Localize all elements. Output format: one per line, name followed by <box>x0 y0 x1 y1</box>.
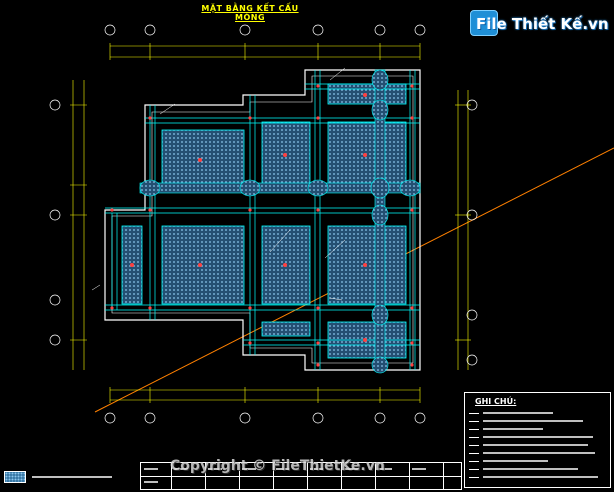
column-markers <box>110 84 414 367</box>
pile-schedule-table <box>140 462 462 490</box>
foundation-beams <box>105 70 420 370</box>
notes-list <box>469 409 606 481</box>
copyright-watermark: Copyright © FileThietKe.vn <box>170 458 385 474</box>
notes-line <box>469 433 606 441</box>
table-row <box>141 476 461 489</box>
notes-line <box>469 441 606 449</box>
notes-title: GHI CHÚ: <box>475 397 517 406</box>
notes-line <box>469 465 606 473</box>
notes-box: GHI CHÚ: <box>464 392 611 488</box>
notes-line <box>469 449 606 457</box>
logo-text: File Thiết Kế.vn <box>476 15 609 33</box>
dimension-lines <box>70 43 471 403</box>
foundation-pads <box>121 83 407 359</box>
notes-line <box>469 457 606 465</box>
table-row <box>141 463 461 477</box>
file-thiet-ke-logo-icon: File Thiết Kế.vn <box>470 10 609 40</box>
notes-line <box>469 425 606 433</box>
notes-line <box>469 417 606 425</box>
leader-tags <box>91 67 346 301</box>
notes-line <box>469 473 606 481</box>
hatch-legend <box>4 470 134 484</box>
legend-text-line <box>32 476 112 478</box>
logo-badge <box>470 10 498 36</box>
strip-footings <box>139 69 421 374</box>
hatch-swatch-icon <box>4 471 26 483</box>
notes-line <box>469 409 606 417</box>
drawing-title: MẶT BẰNG KẾT CẤU MÓNG <box>201 4 299 22</box>
grid-axis-bubbles <box>49 24 478 424</box>
